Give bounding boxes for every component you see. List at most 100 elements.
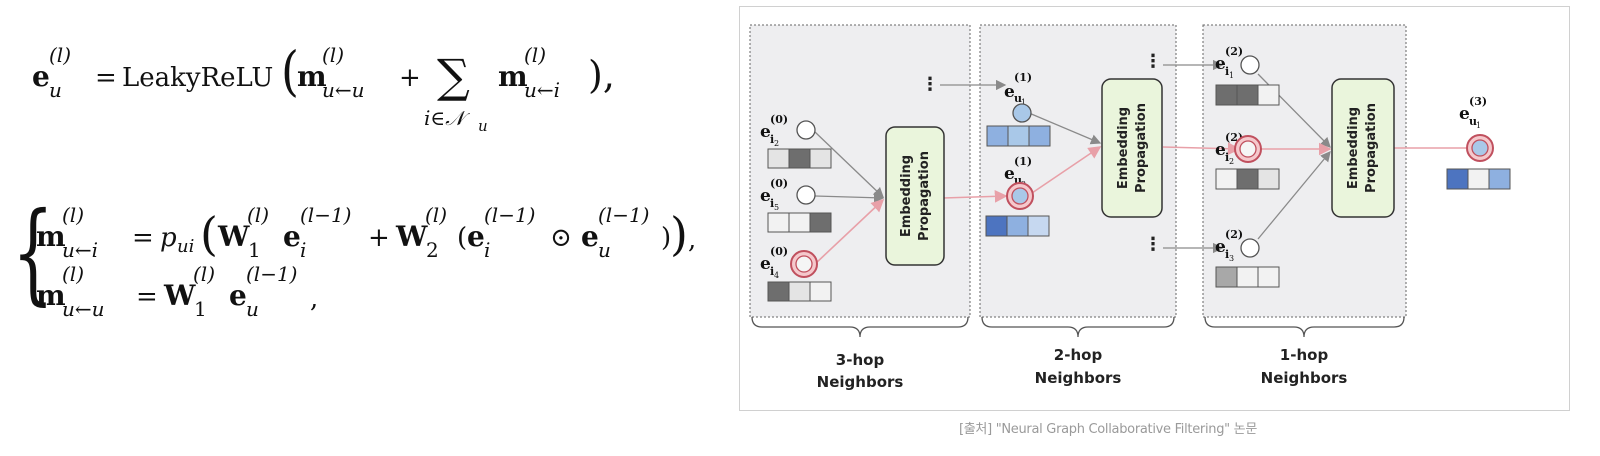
svg-text:e: e (1004, 82, 1015, 102)
svg-text:5: 5 (774, 203, 779, 212)
eq1-lhs-sub: u (49, 78, 62, 102)
node-i5-hop3: e (0) i 5 (760, 177, 832, 233)
svg-text:1: 1 (1476, 121, 1481, 130)
propagation-box-1: Embedding Propagation (885, 126, 945, 266)
node-i3-hop1: e (2) i 3 (1215, 228, 1280, 288)
hop3-brace (751, 316, 969, 338)
ellipsis-hop3: ⋮ (921, 74, 939, 95)
svg-text:e: e (760, 254, 771, 274)
svg-text:u: u (1469, 115, 1477, 128)
edge-u1-to-prop2 (1028, 112, 1102, 145)
hop1-label-line1: 1-hop (1280, 346, 1329, 364)
eq2-line1-w1: W (217, 220, 250, 253)
prop1-label-line2: Propagation (917, 151, 932, 241)
eq2-line1-plus: + (368, 223, 390, 253)
node-i5-circle (796, 185, 816, 205)
eq2-line1-e3-sup: (l−1) (598, 203, 649, 227)
equations-panel: e (l) u = LeakyReLU ( m (l) u←u + ∑ i∈𝒩 … (12, 41, 696, 321)
edge-i4-to-prop1 (814, 198, 885, 265)
hop2-brace (981, 316, 1175, 338)
eq2-line1-e2-sup: (l−1) (484, 203, 535, 227)
svg-text:e: e (1004, 164, 1015, 184)
eq1-lhs: e (32, 60, 50, 93)
eq2-line2-lhs-sup: (l) (62, 262, 84, 286)
eq2-line1-w1-sub: 1 (248, 238, 261, 262)
eq2-line1-w2-sub: 2 (426, 238, 439, 262)
svg-text:3: 3 (1229, 254, 1234, 263)
eq2-line2-e: e (229, 279, 247, 312)
eq2-line2-e-sub: u (246, 297, 259, 321)
eq2-line1-coef-sub: ui (177, 236, 194, 257)
eq1-term2-sub: u←i (524, 78, 560, 102)
svg-text:e: e (760, 122, 771, 142)
node-u1-output: e (3) u 1 (1446, 95, 1511, 190)
svg-text:e: e (1215, 237, 1226, 257)
ellipsis-hop2-bottom: ⋮ (1144, 234, 1162, 255)
svg-text:(2): (2) (1225, 45, 1243, 58)
eq1-plus: + (399, 63, 421, 93)
node-i2-hop3: e (0) i 2 (760, 113, 832, 169)
svg-text:u: u (1014, 174, 1022, 187)
svg-text:2: 2 (774, 139, 779, 148)
figure-caption: [출처] "Neural Graph Collaborative Filteri… (959, 422, 1258, 437)
eq2-line1-w2-sup: (l) (425, 203, 447, 227)
eq2-line1-w1-sup: (l) (247, 203, 269, 227)
eq2-line2-trail: , (310, 284, 318, 314)
edge-i3-to-prop3 (1257, 150, 1331, 240)
eq1-close-paren: ), (588, 53, 615, 97)
eq1-term1-sub: u←u (322, 78, 365, 102)
eq2-line1-e2: e (467, 220, 485, 253)
eq2-line1-e1: e (283, 220, 301, 253)
eq2-line1-coef: p (160, 223, 177, 253)
svg-text:e: e (1459, 104, 1470, 124)
eq2-line1-inner-open: ( (457, 223, 467, 253)
svg-text:(0): (0) (770, 245, 788, 258)
node-i1-circle (1240, 55, 1260, 75)
hop2-label-line2: Neighbors (1035, 369, 1122, 387)
hop1-label-line2: Neighbors (1261, 369, 1348, 387)
eq1-sum-symbol: ∑ (437, 49, 470, 103)
node-u1-hop2: e (1) u 1 (986, 71, 1051, 147)
svg-text:(0): (0) (770, 177, 788, 190)
edge-prop1-to-u2 (942, 189, 1008, 203)
ellipsis-hop2-top: ⋮ (1144, 51, 1162, 72)
eq1-term1: m (297, 60, 327, 93)
svg-text:u: u (1014, 92, 1022, 105)
node-u2-hop2: e (1) u 2 (985, 155, 1050, 237)
eq2-line1-e1-sup: (l−1) (300, 203, 351, 227)
node-i4-hop3: e (0) i 4 (760, 245, 832, 302)
svg-text:(2): (2) (1225, 228, 1243, 241)
eq1-sum-index-sub: u (478, 117, 488, 135)
svg-text:i: i (770, 197, 774, 210)
propagation-box-3: Embedding Propagation (1331, 78, 1395, 218)
node-i2-hop1: e (2) i 2 (1215, 131, 1280, 190)
eq2-line2-equals: = (136, 282, 158, 312)
svg-text:e: e (1215, 140, 1226, 160)
eq2-line1-e1-sub: i (300, 238, 306, 262)
hop2-label-line1: 2-hop (1054, 346, 1103, 364)
ngcf-propagation-diagram: 3-hop Neighbors 2-hop Neighbors 1-hop Ne… (739, 6, 1570, 411)
svg-text:e: e (760, 186, 771, 206)
prop2-label-line2: Propagation (1134, 103, 1149, 193)
prop3-label-line1: Embedding (1346, 107, 1361, 189)
eq1-open-paren: ( (281, 41, 299, 103)
prop2-label-line1: Embedding (1116, 107, 1131, 189)
eq2-line1-close-paren: ) (670, 207, 688, 261)
svg-text:i: i (1225, 248, 1229, 261)
svg-text:(3): (3) (1469, 95, 1487, 108)
eq2-line2-w-sup: (l) (193, 262, 215, 286)
edge-i5-to-prop1 (814, 192, 885, 203)
eq2-line2-e-sup: (l−1) (246, 262, 297, 286)
svg-text:1: 1 (1229, 71, 1234, 80)
eq2-line1-trail: , (688, 225, 696, 255)
propagation-box-2: Embedding Propagation (1101, 78, 1163, 218)
eq2-line1-e2-sub: i (484, 238, 490, 262)
equation-message-construction: { m (l) u←i = p ui ( W (l) 1 e (l−1) i +… (12, 189, 696, 321)
eq2-line1-e3: e (581, 220, 599, 253)
eq2-line1-odot: ⊙ (550, 223, 572, 253)
svg-text:(0): (0) (770, 113, 788, 126)
node-i2-circle (796, 120, 816, 140)
eq2-line1-w2: W (395, 220, 428, 253)
eq2-line2-lhs-sub: u←u (62, 297, 105, 321)
node-i3-circle (1240, 238, 1260, 258)
